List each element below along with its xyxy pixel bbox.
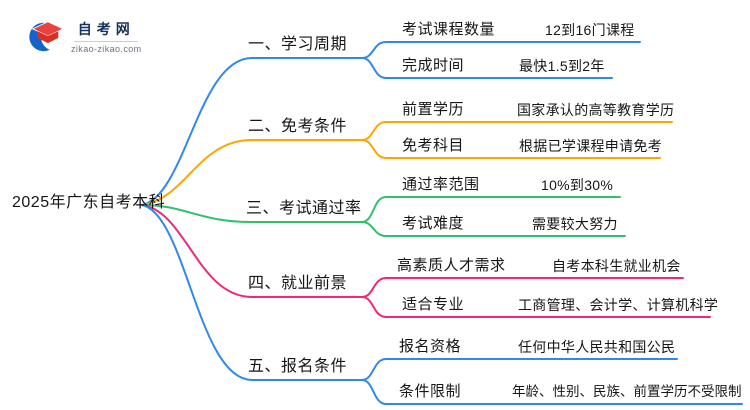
subtopic-value: 自考本科生就业机会 bbox=[552, 258, 681, 274]
subtopic-value: 任何中华人民共和国公民 bbox=[518, 339, 676, 355]
subtopic-key: 高素质人才需求 bbox=[397, 257, 506, 274]
branch-label-study-cycle: 一、学习周期 bbox=[248, 36, 348, 53]
subtopic-key: 完成时间 bbox=[402, 57, 465, 74]
subtopic-key: 考试课程数量 bbox=[402, 21, 496, 38]
subtopic-key: 考试难度 bbox=[402, 215, 465, 232]
subtopic-value: 根据已学课程申请免考 bbox=[519, 138, 662, 154]
subtopic-key: 免考科目 bbox=[402, 137, 465, 154]
logo-divider bbox=[74, 40, 139, 42]
graduation-cap-icon bbox=[29, 21, 65, 52]
subtopic-value: 12到16门课程 bbox=[545, 22, 635, 38]
subtopic-key: 通过率范围 bbox=[402, 176, 480, 193]
site-logo: 自考网 zikao-zikao.com bbox=[26, 17, 142, 55]
subtopic-key: 前置学历 bbox=[402, 101, 465, 118]
branch-label-registration: 五、报名条件 bbox=[248, 358, 348, 375]
subtopic-value: 需要较大努力 bbox=[532, 216, 618, 232]
branch-label-employment: 四、就业前景 bbox=[248, 275, 348, 292]
subtopic-key: 适合专业 bbox=[402, 296, 465, 313]
subtopic-key: 条件限制 bbox=[399, 383, 462, 400]
subtopic-value: 最快1.5到2年 bbox=[519, 58, 605, 74]
subtopic-value: 国家承认的高等教育学历 bbox=[517, 102, 675, 118]
branch-label-pass-rate: 三、考试通过率 bbox=[246, 200, 362, 217]
subtopic-value: 10%到30% bbox=[541, 177, 614, 193]
subtopic-key: 报名资格 bbox=[399, 338, 462, 355]
site-name: 自考网 bbox=[77, 20, 135, 37]
branch-label-exemption: 二、免考条件 bbox=[248, 118, 348, 135]
root-topic: 2025年广东自考本科 bbox=[12, 194, 166, 211]
site-url: zikao-zikao.com bbox=[71, 43, 142, 54]
subtopic-value: 年龄、性别、民族、前置学历不受限制 bbox=[512, 384, 742, 399]
subtopic-value: 工商管理、会计学、计算机科学 bbox=[518, 297, 719, 313]
